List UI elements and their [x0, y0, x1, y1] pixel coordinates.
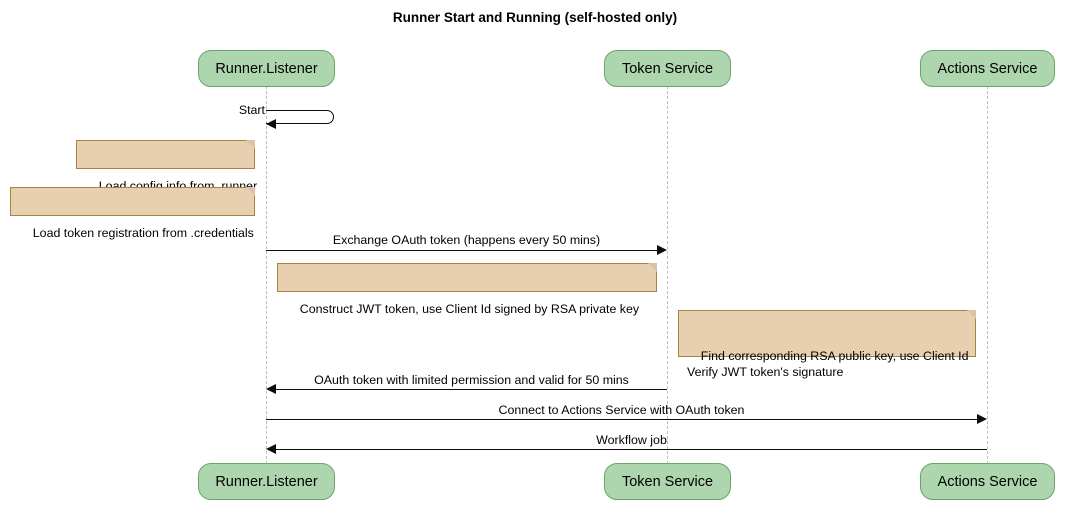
- self-message-start-arrowhead: [266, 119, 276, 129]
- note-text: Construct JWT token, use Client Id signe…: [299, 302, 640, 316]
- lifeline-runner: [266, 86, 267, 464]
- message-arrowhead-exchange-oauth-token: [657, 245, 667, 255]
- participant-runner-top[interactable]: Runner.Listener: [198, 50, 335, 87]
- participant-token-bottom[interactable]: Token Service: [604, 463, 731, 500]
- participant-actions-bottom[interactable]: Actions Service: [920, 463, 1055, 500]
- note-fold-icon: [246, 187, 255, 196]
- participant-runner-bottom[interactable]: Runner.Listener: [198, 463, 335, 500]
- lifeline-actions: [987, 86, 988, 464]
- participant-label: Token Service: [621, 60, 714, 77]
- message-line-exchange-oauth-token: [266, 250, 657, 251]
- note-fold-icon: [246, 140, 255, 149]
- participant-actions-top[interactable]: Actions Service: [920, 50, 1055, 87]
- participant-label: Runner.Listener: [215, 60, 318, 77]
- message-label-start: Start: [238, 103, 265, 117]
- message-arrowhead-workflow-job: [266, 444, 276, 454]
- participant-label: Runner.Listener: [215, 473, 318, 490]
- lifeline-token: [667, 86, 668, 464]
- participant-label: Actions Service: [937, 60, 1038, 77]
- note-construct-jwt-token: Construct JWT token, use Client Id signe…: [277, 263, 657, 316]
- message-arrowhead-connect-actions-service: [977, 414, 987, 424]
- note-load-config: Load config info from .runner: [76, 140, 257, 193]
- note-verify-jwt-signature: Find corresponding RSA public key, use C…: [678, 310, 976, 379]
- note-text: Find corresponding RSA public key, use C…: [687, 349, 969, 379]
- diagram-title: Runner Start and Running (self-hosted on…: [392, 10, 678, 25]
- message-label-exchange-oauth-token: Exchange OAuth token (happens every 50 m…: [332, 233, 601, 247]
- message-line-connect-actions-service: [266, 419, 977, 420]
- self-message-start-loop: [266, 110, 334, 124]
- participant-label: Actions Service: [937, 473, 1038, 490]
- message-arrowhead-oauth-token-returned: [266, 384, 276, 394]
- note-fold-icon: [967, 310, 976, 319]
- note-load-token-registration: Load token registration from .credential…: [10, 187, 255, 240]
- message-label-oauth-token-returned: OAuth token with limited permission and …: [314, 373, 629, 387]
- participant-token-top[interactable]: Token Service: [604, 50, 731, 87]
- note-fold-icon: [648, 263, 657, 272]
- message-line-workflow-job: [276, 449, 987, 450]
- note-text: Load token registration from .credential…: [32, 226, 254, 240]
- message-label-workflow-job: Workflow job: [596, 433, 667, 447]
- message-label-connect-actions-service: Connect to Actions Service with OAuth to…: [498, 403, 745, 417]
- participant-label: Token Service: [621, 473, 714, 490]
- message-line-oauth-token-returned: [276, 389, 667, 390]
